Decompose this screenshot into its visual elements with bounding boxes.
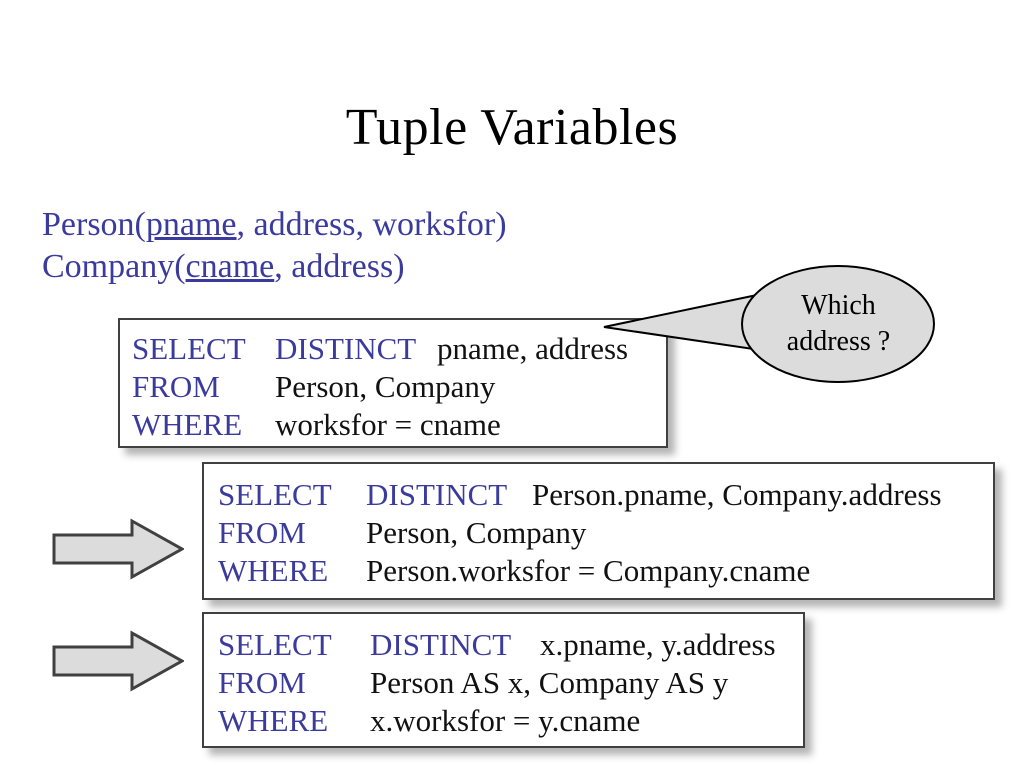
sql-line-from: FROM Person AS x, Company AS y <box>218 664 803 702</box>
keyword-select: SELECT <box>132 331 246 366</box>
schema-company-rest: , address) <box>274 248 405 285</box>
from-operand: Person, Company <box>275 369 496 404</box>
arrow-to-qualified-query <box>52 518 184 580</box>
where-operand: Person.worksfor = Company.cname <box>366 553 811 588</box>
keyword-select: SELECT <box>218 627 332 662</box>
where-operand: worksfor = cname <box>275 407 501 442</box>
callout-text: Which address ? <box>742 265 935 383</box>
from-operand: Person, Company <box>366 515 587 550</box>
select-operand: Person.pname, Company.address <box>532 477 942 512</box>
schema-company: Company(cname, address) <box>42 246 405 288</box>
right-arrow-icon <box>52 630 184 692</box>
keyword-distinct: DISTINCT <box>370 627 512 662</box>
select-operand: x.pname, y.address <box>540 627 776 662</box>
sql-box-qualified: SELECT DISTINCT Person.pname, Company.ad… <box>202 462 995 600</box>
callout-line-1: Which <box>801 290 876 321</box>
schema-company-key: cname <box>185 248 275 285</box>
right-arrow-icon <box>52 518 184 580</box>
keyword-distinct: DISTINCT <box>275 331 417 366</box>
sql-line-select: SELECT DISTINCT x.pname, y.address <box>218 626 803 664</box>
select-operand: pname, address <box>437 331 629 366</box>
callout-which-address: Which address ? <box>603 265 935 383</box>
schema-person-prefix: Person( <box>42 206 146 243</box>
schema-company-prefix: Company( <box>42 248 186 285</box>
sql-line-from: FROM Person, Company <box>132 368 666 406</box>
keyword-distinct: DISTINCT <box>366 477 508 512</box>
callout-ellipse <box>741 265 935 383</box>
schema-person-key: pname <box>145 206 237 243</box>
sql-line-select: SELECT DISTINCT pname, address <box>132 330 666 368</box>
keyword-select: SELECT <box>218 477 332 512</box>
sql-box-tuple-variables: SELECT DISTINCT x.pname, y.address FROM … <box>202 612 805 748</box>
sql-box-unqualified: SELECT DISTINCT pname, address FROM Pers… <box>118 318 668 448</box>
keyword-where: WHERE <box>218 553 329 588</box>
sql-line-where: WHERE x.worksfor = y.cname <box>218 702 803 740</box>
callout-line-2: address ? <box>786 326 891 357</box>
sql-line-where: WHERE worksfor = cname <box>132 406 666 444</box>
keyword-where: WHERE <box>132 407 243 442</box>
keyword-from: FROM <box>218 665 306 700</box>
schema-person: Person(pname, address, worksfor) <box>42 204 507 246</box>
callout-shape <box>603 265 935 383</box>
keyword-from: FROM <box>132 369 220 404</box>
sql-line-where: WHERE Person.worksfor = Company.cname <box>218 552 993 590</box>
page-title: Tuple Variables <box>345 99 679 156</box>
schema-person-rest: , address, worksfor) <box>236 206 507 243</box>
where-operand: x.worksfor = y.cname <box>370 703 641 738</box>
sql-line-select: SELECT DISTINCT Person.pname, Company.ad… <box>218 476 993 514</box>
keyword-from: FROM <box>218 515 306 550</box>
sql-line-from: FROM Person, Company <box>218 514 993 552</box>
arrow-to-tuple-variable-query <box>52 630 184 692</box>
from-operand: Person AS x, Company AS y <box>370 665 729 700</box>
keyword-where: WHERE <box>218 703 329 738</box>
